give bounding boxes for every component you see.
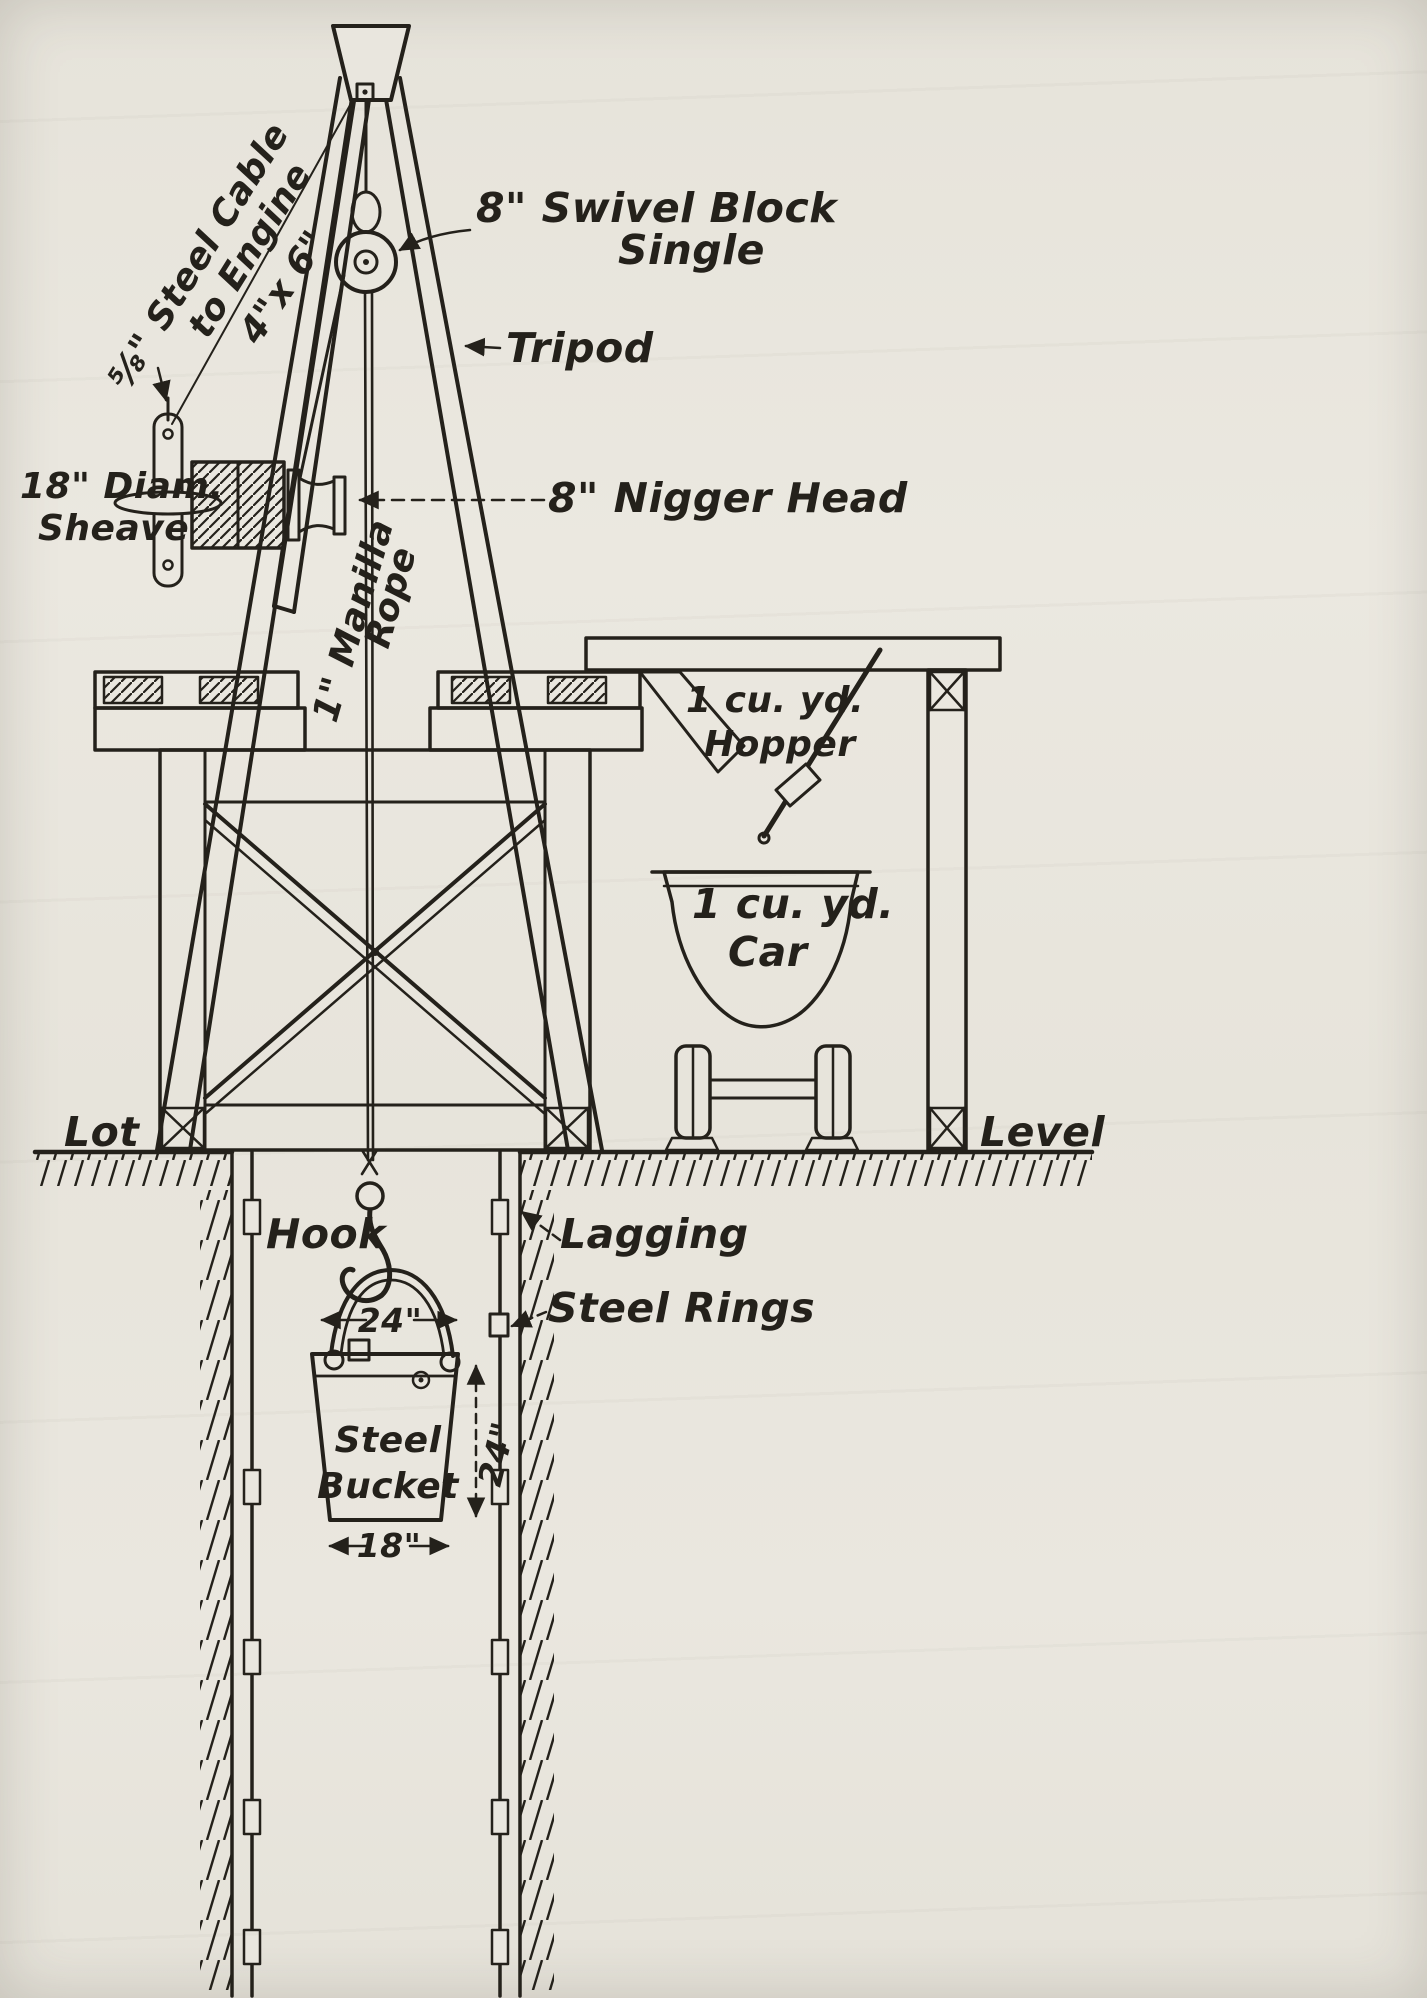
label-swivel-block-line2: Single (618, 226, 765, 274)
car-wheels (664, 1044, 860, 1152)
label-nigger-head: 8" Nigger Head (548, 474, 908, 522)
label-hopper-line1: 1 cu. yd. (686, 680, 864, 721)
label-sheave-line2: Sheave (38, 508, 189, 549)
label-tripod: Tripod (506, 324, 654, 372)
ground-line (32, 1149, 1095, 1186)
tripod-apex-cap (331, 24, 411, 102)
label-swivel-block-line1: 8" Swivel Block (476, 184, 839, 232)
label-hopper-line2: Hopper (704, 724, 857, 765)
hopper-frame (584, 636, 1002, 1152)
nigger-head-drum (286, 468, 347, 542)
label-sheave-line1: 18" Diam. (20, 466, 224, 507)
steel-bucket (310, 1352, 460, 1522)
leader-arrows (152, 228, 562, 1328)
hoisting-hook (339, 1181, 393, 1304)
hopper-chute (638, 647, 883, 845)
dim-bucket-bottom: 18" (357, 1526, 422, 1565)
steel-ring (488, 1312, 510, 1338)
swivel-block-pulley (298, 100, 398, 480)
label-steel-rings: Steel Rings (548, 1284, 815, 1332)
label-hook: Hook (266, 1210, 388, 1258)
engine-block (190, 460, 286, 550)
shaft-walls (200, 1150, 554, 1998)
platform-deck (93, 670, 644, 752)
label-level: Level (980, 1108, 1105, 1156)
manilla-rope (360, 290, 379, 1176)
dimension-lines (320, 1310, 486, 1556)
label-lot: Lot (64, 1108, 140, 1156)
label-car-line2: Car (728, 928, 810, 976)
label-bucket-line1: Steel (335, 1420, 442, 1461)
tripod-legs (155, 76, 604, 1152)
lagging-boards (242, 1198, 510, 1966)
dim-bail-width: 24" (358, 1301, 423, 1340)
label-bucket-line2: Bucket (317, 1466, 460, 1507)
mine-car (650, 870, 872, 1029)
dim-bucket-depth: 24" (470, 1418, 523, 1490)
label-lagging: Lagging (560, 1210, 749, 1258)
label-car-line1: 1 cu. yd. (692, 880, 894, 928)
crib-tower (158, 748, 592, 1152)
